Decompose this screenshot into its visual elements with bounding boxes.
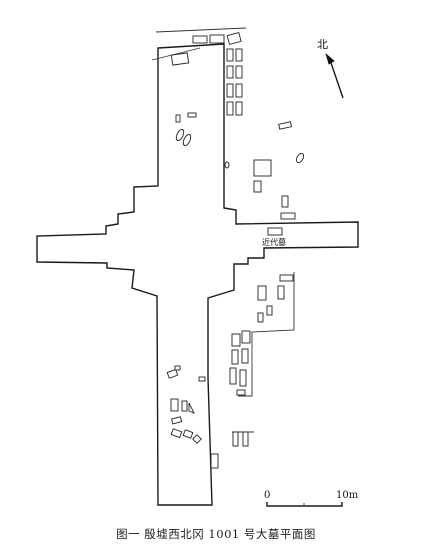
pit [280, 212, 296, 220]
pit [170, 428, 183, 439]
pit [236, 389, 246, 396]
north-label: 北 [317, 38, 328, 51]
pit [182, 133, 192, 147]
pit [235, 48, 243, 62]
pit [226, 101, 234, 116]
pit [278, 121, 293, 130]
modern-tomb-label: 近代墓 [262, 237, 286, 247]
pit [257, 312, 264, 323]
pit [175, 128, 185, 142]
pit [235, 101, 243, 116]
pit [226, 32, 242, 45]
pit [241, 348, 249, 364]
pit [224, 161, 230, 169]
modern-tomb-outline [267, 227, 283, 236]
tomb-outline [36, 43, 359, 506]
pit [226, 83, 234, 98]
pit [235, 83, 243, 98]
pit [188, 402, 195, 414]
pit [253, 180, 262, 193]
pit [182, 429, 194, 439]
pit [174, 365, 181, 371]
pit [175, 114, 181, 123]
pit [279, 274, 294, 282]
pit [242, 431, 249, 447]
figure-caption: 图一 殷墟西北冈 1001 号大墓平面图 [116, 527, 316, 541]
pit [170, 398, 179, 412]
pit [257, 285, 267, 301]
pit [235, 65, 243, 79]
pit [231, 349, 239, 365]
pit [192, 434, 202, 444]
square-pit [253, 159, 272, 177]
pit [241, 330, 251, 344]
pit [229, 367, 237, 385]
pit [239, 369, 247, 387]
north-extension-line [151, 27, 247, 61]
pit [231, 333, 241, 347]
pit [266, 305, 273, 316]
scale-bar: 0 10m [264, 490, 359, 507]
pit [226, 65, 234, 79]
pit [170, 52, 190, 66]
pit [226, 48, 234, 62]
pit [166, 368, 179, 379]
scale-end-label: 10m [336, 490, 359, 501]
pit [210, 453, 219, 469]
pit [181, 400, 188, 412]
pit [295, 152, 305, 164]
pit [192, 35, 208, 44]
north-arrow: 北 [317, 38, 344, 99]
later-ditch-line [238, 272, 295, 397]
pit [198, 376, 206, 382]
pit [281, 195, 289, 208]
pit [232, 431, 239, 447]
pit [277, 285, 285, 300]
pit [187, 112, 197, 118]
scale-start-label: 0 [264, 490, 270, 501]
pit [171, 416, 183, 425]
pit [209, 34, 225, 44]
